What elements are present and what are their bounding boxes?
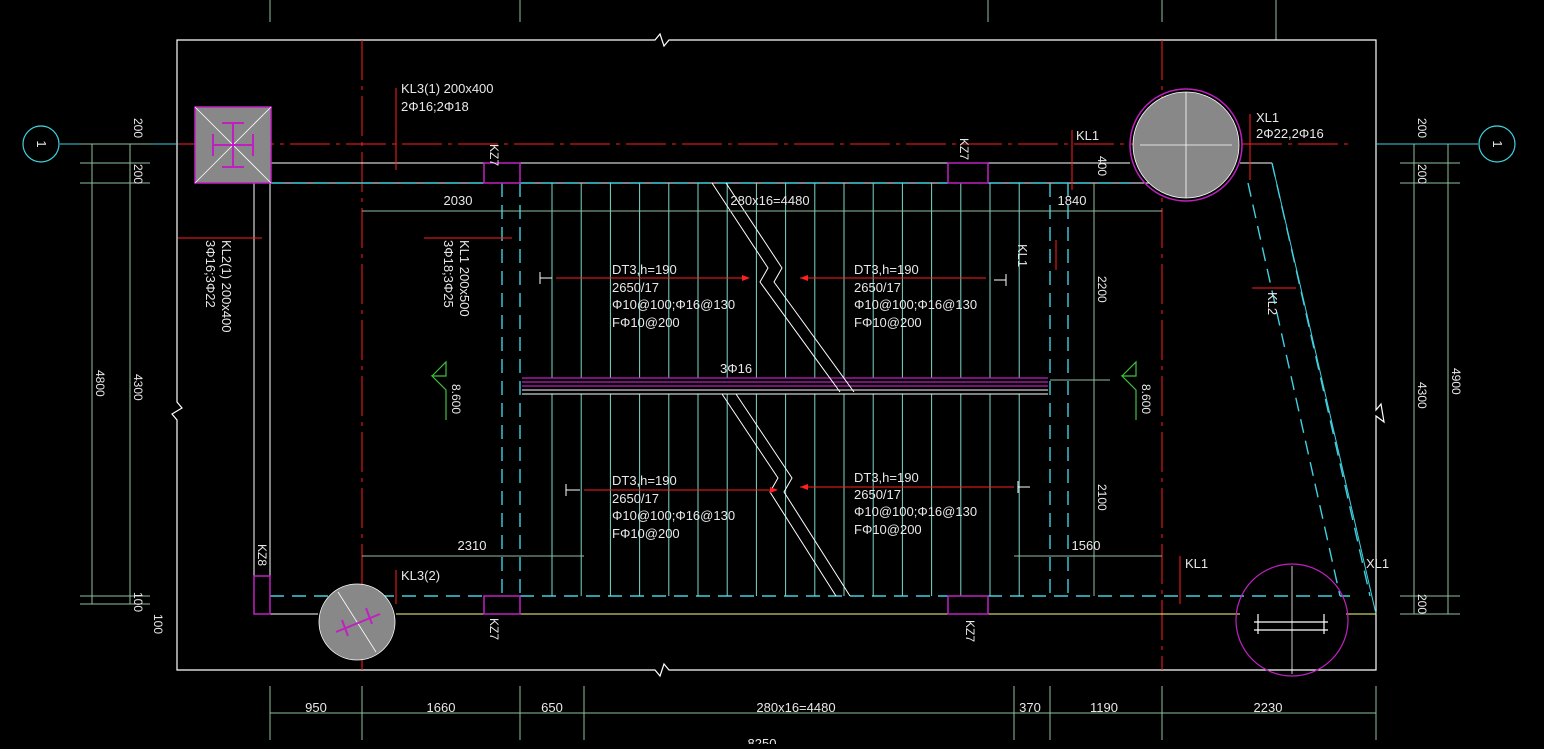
dim-left-200b: 200 bbox=[131, 164, 145, 184]
flight-2-line-1: DT3,h=190 bbox=[854, 262, 919, 277]
kz7-label-d: KZ7 bbox=[963, 620, 977, 642]
dim-left-4300: 4300 bbox=[131, 374, 145, 401]
square-column bbox=[194, 106, 272, 184]
kl2-label-1: KL2(1) 200x400 bbox=[219, 240, 234, 333]
dim-2200: 2200 bbox=[1095, 276, 1109, 303]
dim-bottom-6: 2230 bbox=[1254, 700, 1283, 715]
kl1-a-label-1: KL1 200x500 bbox=[457, 240, 472, 317]
dim-right-200b: 200 bbox=[1415, 164, 1429, 184]
elevation-marks bbox=[430, 360, 1137, 420]
kz8-label: KZ8 bbox=[255, 544, 269, 566]
flight-1-line-1: DT3,h=190 bbox=[612, 262, 677, 277]
round-column-bottom-right bbox=[1235, 563, 1349, 677]
grid-bubble-right-label: 1 bbox=[1490, 140, 1505, 147]
grid-bubble-left-label: 1 bbox=[34, 140, 49, 147]
flight-3-line-4: FΦ10@200 bbox=[612, 526, 680, 541]
leader-lines bbox=[178, 88, 1296, 604]
flight-2-line-3: Φ10@100;Φ16@130 bbox=[854, 297, 977, 312]
dim-bottom-1: 1660 bbox=[427, 700, 456, 715]
dim-left-100b: 100 bbox=[151, 614, 165, 634]
dim-right-4900: 4900 bbox=[1449, 368, 1463, 395]
dim-left-4800: 4800 bbox=[93, 370, 107, 397]
dim-2100: 2100 bbox=[1095, 484, 1109, 511]
bottom-dims: 950 1660 650 280x16=4480 370 1190 2230 8… bbox=[305, 700, 1283, 749]
flight-3-line-1: DT3,h=190 bbox=[612, 473, 677, 488]
dim-400: 400 bbox=[1095, 156, 1109, 176]
dim-bottom-total: 8250 bbox=[748, 736, 777, 744]
walls bbox=[253, 162, 1272, 615]
kl2-right-label: KL2 bbox=[1265, 292, 1280, 315]
kl3-top-label-2: 2Φ16;2Φ18 bbox=[401, 99, 469, 114]
dim-left-200a: 200 bbox=[131, 118, 145, 138]
stair-flight-2: DT3,h=190 2650/17 Φ10@100;Φ16@130 FΦ10@2… bbox=[854, 262, 977, 330]
kz7-label-a: KZ7 bbox=[487, 144, 501, 166]
xl1-bottom-label: XL1 bbox=[1366, 556, 1389, 571]
dim-1560: 1560 bbox=[1072, 538, 1101, 553]
flight-4-line-2: 2650/17 bbox=[854, 487, 901, 502]
outer-frame bbox=[171, 32, 1385, 678]
kz7-label-c: KZ7 bbox=[487, 618, 501, 640]
flight-1-line-4: FΦ10@200 bbox=[612, 315, 680, 330]
flight-1-line-2: 2650/17 bbox=[612, 280, 659, 295]
kl1-bottom-label: KL1 bbox=[1185, 556, 1208, 571]
right-slanted-edge bbox=[1271, 162, 1377, 615]
kl1-top-label: KL1 bbox=[1076, 128, 1099, 143]
stair-start-marks bbox=[539, 272, 1030, 496]
stair-flight-1: DT3,h=190 2650/17 Φ10@100;Φ16@130 FΦ10@2… bbox=[612, 262, 735, 330]
kl3-bottom-label: KL3(2) bbox=[401, 568, 440, 583]
flight-4-line-1: DT3,h=190 bbox=[854, 470, 919, 485]
slab-edges bbox=[396, 379, 1376, 615]
dim-left-100: 100 bbox=[131, 592, 145, 612]
flight-3-line-3: Φ10@100;Φ16@130 bbox=[612, 508, 735, 523]
kl2-label-2: 3Φ16;3Φ22 bbox=[203, 240, 218, 308]
stair-arrows bbox=[556, 277, 1014, 491]
dim-bottom-5: 1190 bbox=[1090, 700, 1118, 715]
landing-bar-label: 3Φ16 bbox=[720, 361, 752, 376]
dim-right-200a: 200 bbox=[1415, 118, 1429, 138]
dim-right-200c: 200 bbox=[1415, 594, 1429, 614]
dim-2030: 2030 bbox=[444, 193, 473, 208]
flight-4-line-4: FΦ10@200 bbox=[854, 522, 922, 537]
flight-4-line-3: Φ10@100;Φ16@130 bbox=[854, 504, 977, 519]
stair-flight-3: DT3,h=190 2650/17 Φ10@100;Φ16@130 FΦ10@2… bbox=[612, 473, 735, 541]
kl1-mid-label: KL1 bbox=[1015, 244, 1030, 267]
round-column-top-right bbox=[1129, 88, 1243, 202]
stair-arrow-heads bbox=[742, 275, 808, 493]
xl1-top-label-1: XL1 bbox=[1256, 110, 1279, 125]
kz-columns bbox=[253, 162, 989, 615]
flight-1-line-3: Φ10@100;Φ16@130 bbox=[612, 297, 735, 312]
flight-2-line-2: 2650/17 bbox=[854, 280, 901, 295]
round-column-bottom-left bbox=[318, 583, 396, 661]
landing-bars bbox=[522, 377, 1048, 387]
flight-2-line-4: FΦ10@200 bbox=[854, 315, 922, 330]
flight-break-lines bbox=[711, 182, 855, 597]
kz7-label-b: KZ7 bbox=[957, 138, 971, 160]
top-axis-ticks bbox=[269, 0, 1277, 40]
landing-edges bbox=[522, 389, 1048, 395]
elevation-left: 8.600 bbox=[449, 384, 463, 414]
xl1-top-label-2: 2Φ22,2Φ16 bbox=[1256, 126, 1324, 141]
stair-treads bbox=[551, 183, 1020, 596]
stair-flight-4: DT3,h=190 2650/17 Φ10@100;Φ16@130 FΦ10@2… bbox=[854, 470, 977, 537]
dim-bottom-4: 370 bbox=[1019, 700, 1041, 715]
elevation-right: 8.600 bbox=[1139, 384, 1153, 414]
dim-1840: 1840 bbox=[1058, 193, 1087, 208]
dim-bottom-0: 950 bbox=[305, 700, 327, 715]
dimension-lines bbox=[80, 143, 1460, 740]
kl3-top-label-1: KL3(1) 200x400 bbox=[401, 81, 494, 96]
dim-bottom-2: 650 bbox=[541, 700, 563, 715]
flight-3-line-2: 2650/17 bbox=[612, 491, 659, 506]
kl1-a-label-2: 3Φ18;3Φ25 bbox=[441, 240, 456, 308]
dim-right-4300: 4300 bbox=[1415, 382, 1429, 409]
dim-top-steps: 280x16=4480 bbox=[730, 193, 809, 208]
dim-bottom-3: 280x16=4480 bbox=[756, 700, 835, 715]
dim-2310: 2310 bbox=[458, 538, 487, 553]
grid-bubble-right: 1 bbox=[1376, 125, 1516, 163]
